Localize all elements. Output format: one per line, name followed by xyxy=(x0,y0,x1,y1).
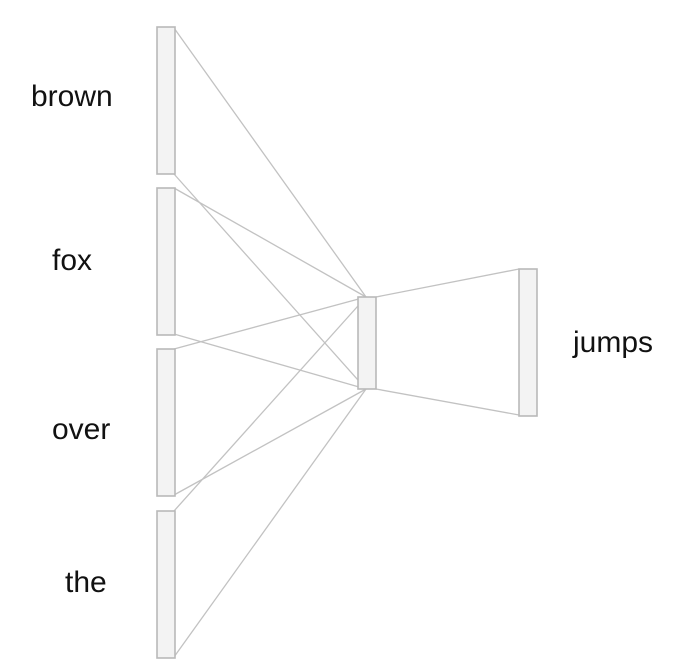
edge-brown-hidden-bottom xyxy=(173,173,367,390)
input-vector-over xyxy=(156,348,176,497)
edge-over-hidden-top xyxy=(173,296,367,350)
input-vector-fox xyxy=(156,187,176,336)
input-word-fox: fox xyxy=(52,244,92,277)
input-word-brown: brown xyxy=(31,80,113,113)
input-word-the: the xyxy=(65,566,107,599)
input-vector-the xyxy=(156,510,176,659)
edge-the-hidden-bottom xyxy=(173,388,367,658)
output-vector-jumps xyxy=(518,268,538,417)
input-word-over: over xyxy=(52,413,110,446)
edge-hidden-output-bottom xyxy=(375,388,520,416)
output-word-jumps: jumps xyxy=(572,326,653,359)
edge-over-hidden-bottom xyxy=(173,388,367,496)
hidden-vector xyxy=(357,296,377,390)
edge-the-hidden-top xyxy=(173,296,367,512)
input-vector-brown xyxy=(156,26,176,175)
connections xyxy=(173,27,520,658)
edge-hidden-output-top xyxy=(375,268,520,298)
edge-brown-hidden-top xyxy=(173,27,367,298)
edge-fox-hidden-top xyxy=(173,187,367,298)
edge-fox-hidden-bottom xyxy=(173,333,367,390)
